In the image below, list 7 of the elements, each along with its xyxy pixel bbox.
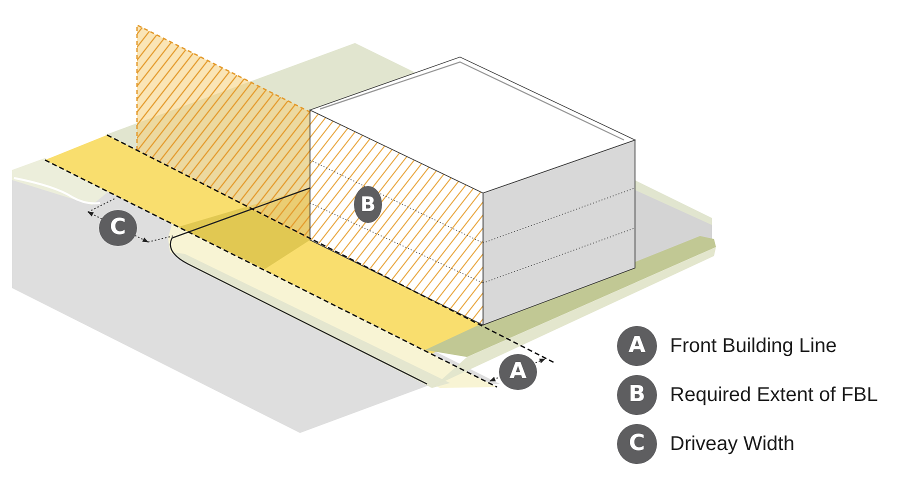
legend-marker: A [617, 326, 657, 366]
legend-marker: B [617, 375, 657, 415]
legend-text: Driveay Width [670, 432, 794, 456]
legend-marker: C [617, 424, 657, 464]
callout-marker: A [499, 354, 537, 390]
legend-text: Front Building Line [670, 334, 837, 358]
legend-text: Required Extent of FBL [670, 383, 878, 407]
